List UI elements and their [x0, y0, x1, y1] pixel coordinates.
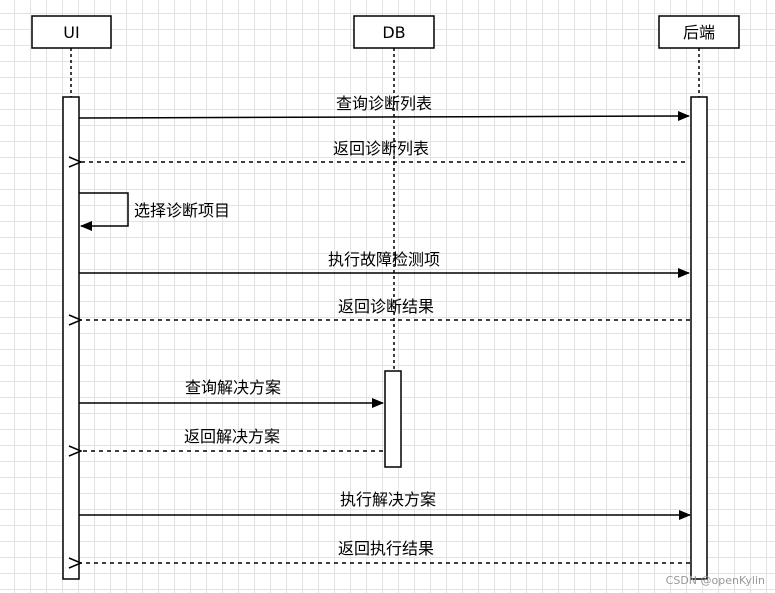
activation-bar-db	[384, 370, 402, 468]
message-query-solution: 查询解决方案	[79, 378, 384, 408]
activation-bar-ui	[62, 96, 80, 580]
message-return-diagnosis-result: 返回诊断结果	[81, 297, 690, 320]
participant-db: DB	[353, 15, 435, 468]
message-return-diagnosis-list: 返回诊断列表	[81, 139, 685, 162]
message-select-diagnosis-item: 选择诊断项目	[79, 192, 230, 231]
message-return-execution-result: 返回执行结果	[81, 539, 690, 563]
message-label: 返回诊断列表	[333, 139, 429, 158]
message-return-solution: 返回解决方案	[81, 427, 383, 451]
message-label: 查询诊断列表	[336, 94, 432, 113]
message-query-diagnosis-list: 查询诊断列表	[78, 94, 690, 122]
message-arrow	[78, 111, 690, 122]
participant-db-label: DB	[382, 23, 405, 42]
participant-ui: UI	[31, 15, 112, 580]
participant-backend-label: 后端	[683, 23, 715, 42]
message-label: 查询解决方案	[185, 378, 281, 397]
participant-ui-label: UI	[63, 23, 79, 42]
self-message-arrow	[79, 192, 129, 231]
message-label: 执行解决方案	[340, 490, 436, 509]
message-label: 选择诊断项目	[134, 201, 230, 220]
participant-db-box	[353, 15, 435, 49]
message-label: 返回诊断结果	[338, 297, 434, 316]
participant-backend: 后端	[658, 15, 740, 580]
participant-ui-box	[31, 15, 112, 49]
message-execute-solution: 执行解决方案	[79, 490, 691, 520]
message-label: 执行故障检测项	[328, 250, 440, 269]
message-label: 返回执行结果	[338, 539, 434, 558]
message-execute-fault-check: 执行故障检测项	[79, 250, 690, 278]
activation-bar-backend	[690, 96, 708, 580]
message-label: 返回解决方案	[184, 427, 280, 446]
watermark: CSDN @openKylin	[666, 574, 765, 587]
